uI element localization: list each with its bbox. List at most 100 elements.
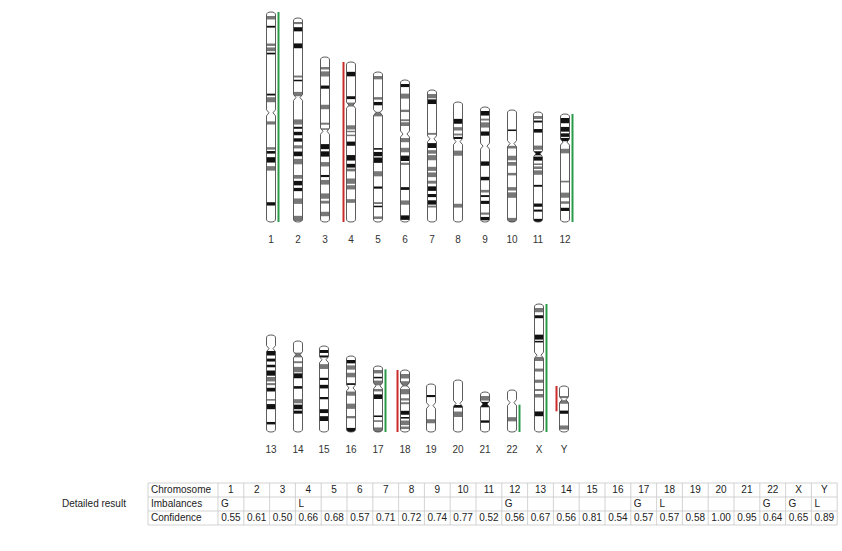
table-cell: 17 — [638, 484, 649, 496]
chromosome-ideogram — [508, 390, 520, 432]
table-cell: 10 — [458, 484, 469, 496]
bands — [561, 118, 570, 211]
chromosome-ideogram — [427, 384, 436, 432]
chromosome-outline — [267, 12, 276, 222]
table-cell: 11 — [484, 484, 494, 496]
bands — [534, 116, 543, 222]
chromosome-outline — [508, 110, 517, 222]
chromosome-number: 11 — [533, 234, 543, 246]
chromosome-number: 7 — [429, 234, 435, 246]
table-cell: 6 — [357, 484, 363, 496]
chromosome-outline — [320, 346, 329, 432]
table-cell: 0.65 — [789, 512, 808, 524]
row-header: Confidence — [151, 512, 202, 524]
chromosome-ideogram — [481, 107, 490, 222]
chromosome-ideogram — [428, 90, 437, 222]
chromosome-outline — [374, 72, 383, 222]
chromosome-ideogram — [321, 57, 330, 222]
chromosome-body — [320, 346, 329, 432]
chromosome-number: 21 — [479, 444, 490, 456]
chromosome-number: 3 — [322, 234, 328, 246]
loss-bar — [556, 386, 558, 411]
bands — [454, 405, 463, 417]
table-title: Detailed result — [62, 498, 126, 510]
chromosome-number: 9 — [482, 234, 488, 246]
chromosome-ideogram — [454, 380, 463, 432]
table-cell: 5 — [331, 484, 337, 496]
chromosome-body — [321, 57, 330, 222]
chromosome-outline — [534, 112, 543, 222]
chromosome-number: 19 — [425, 444, 436, 456]
chromosome-outline — [374, 366, 383, 432]
chromosome-ideogram — [401, 80, 410, 222]
bands — [321, 67, 330, 216]
chromosome-outline — [294, 341, 303, 432]
bands — [267, 351, 276, 424]
loss-bar — [343, 62, 345, 222]
table-cell: G — [763, 498, 771, 510]
table-cell: 2 — [254, 484, 260, 496]
chromosome-body — [294, 341, 303, 432]
bands — [481, 396, 490, 423]
table-cell: 12 — [509, 484, 520, 496]
chromosome-ideogram — [398, 370, 410, 432]
bands — [294, 353, 303, 414]
chromosome-body — [560, 386, 569, 432]
table-cell: 21 — [741, 484, 752, 496]
chromosome-ideogram — [294, 18, 303, 222]
chromosome-body — [428, 90, 437, 222]
chromosome-outline — [401, 370, 410, 432]
chromosome-body — [347, 356, 356, 432]
chromosome-body — [481, 392, 490, 432]
chromosome-outline — [560, 386, 569, 432]
table-cell: G — [789, 498, 797, 510]
chromosome-number: 13 — [265, 444, 276, 456]
bands — [428, 94, 437, 208]
chromosome-number: 22 — [506, 444, 517, 456]
chromosome-body — [427, 384, 436, 432]
chromosome-ideogram — [267, 12, 279, 222]
chromosome-outline — [481, 107, 490, 222]
chromosome-body — [294, 18, 303, 222]
table-cell: 14 — [561, 484, 572, 496]
chromosome-number: 4 — [348, 234, 354, 246]
table-cell: 0.56 — [557, 512, 576, 524]
chromosome-outline — [347, 62, 356, 222]
chromosome-body — [454, 380, 463, 432]
table-cell: 7 — [383, 484, 389, 496]
chromosome-outline — [508, 390, 517, 432]
table-cell: G — [221, 498, 229, 510]
table-cell: 0.74 — [428, 512, 447, 524]
table-cell: 19 — [690, 484, 701, 496]
chromosome-body — [401, 80, 410, 222]
chromosome-ideogram — [561, 114, 573, 222]
chromosome-outline — [267, 335, 276, 432]
table-cell: G — [634, 498, 642, 510]
gain-bar — [519, 405, 521, 432]
table-cell: 0.57 — [350, 512, 369, 524]
chromosome-number: 10 — [506, 234, 517, 246]
bands — [508, 417, 517, 421]
table-cell: 0.68 — [324, 512, 343, 524]
table-cell: 0.58 — [686, 512, 705, 524]
row-header: Chromosome — [151, 484, 211, 496]
chromosome-outline — [294, 18, 303, 222]
chromosome-body — [481, 107, 490, 222]
chromosome-outline — [347, 356, 356, 432]
chromosome-number: Y — [561, 444, 568, 456]
table-cell: 0.66 — [299, 512, 318, 524]
table-cell: 0.50 — [273, 512, 292, 524]
chromosome-number: 16 — [345, 444, 356, 456]
table-cell: X — [795, 484, 802, 496]
chromosome-ideogram — [347, 356, 356, 433]
bands — [427, 395, 436, 423]
gain-bar — [385, 369, 387, 432]
loss-bar — [397, 370, 399, 432]
table-cell: 0.54 — [608, 512, 627, 524]
table-cell: 20 — [716, 484, 727, 496]
chromosome-outline — [428, 90, 437, 222]
chromosome-ideogram — [320, 346, 329, 432]
bands — [294, 22, 303, 221]
table-grid — [148, 483, 837, 525]
